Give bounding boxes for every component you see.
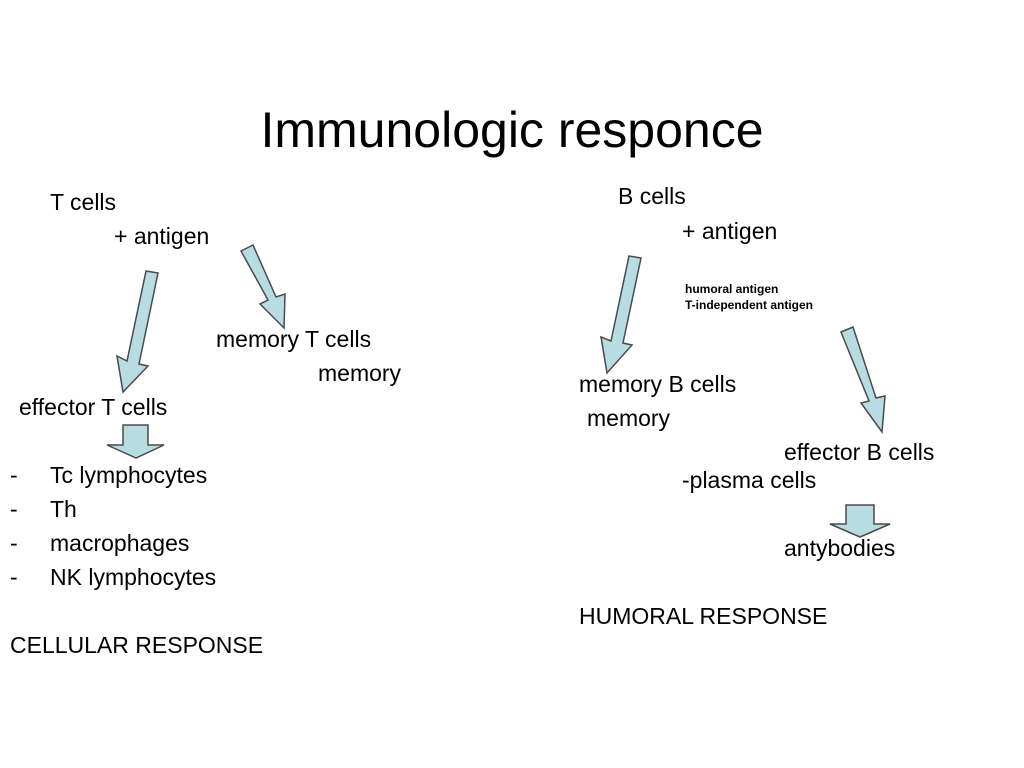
t-cells-label: T cells bbox=[50, 189, 117, 215]
list-item: Tc lymphocytes bbox=[50, 462, 208, 488]
block-arrow-t-icon bbox=[106, 424, 165, 459]
plasma-cells-label: -plasma cells bbox=[682, 467, 817, 493]
humoral-response-label: HUMORAL RESPONSE bbox=[579, 603, 828, 629]
list-item: Th bbox=[50, 496, 77, 522]
arrow-to-effector-b-icon bbox=[840, 325, 886, 435]
arrow-to-effector-t-icon bbox=[116, 270, 159, 394]
b-cells-label: B cells bbox=[618, 183, 686, 209]
cellular-response-label: CELLULAR RESPONSE bbox=[10, 632, 264, 658]
slide-title: Immunologic responce bbox=[260, 102, 764, 158]
humoral-antigen-note: humoral antigen bbox=[685, 282, 779, 296]
list-marker: - bbox=[10, 462, 18, 488]
arrow-to-memory-b-icon bbox=[600, 255, 642, 375]
antibodies-label: antybodies bbox=[784, 535, 896, 561]
list-marker: - bbox=[10, 496, 18, 522]
memory-b-cells-label: memory B cells bbox=[579, 371, 737, 397]
list-marker: - bbox=[10, 530, 18, 556]
t-antigen-label: + antigen bbox=[114, 223, 210, 249]
b-antigen-label: + antigen bbox=[682, 218, 778, 244]
list-item: macrophages bbox=[50, 530, 190, 556]
b-memory-label: memory bbox=[587, 405, 671, 431]
list-marker: - bbox=[10, 564, 18, 590]
memory-t-cells-label: memory T cells bbox=[216, 326, 372, 352]
t-independent-antigen-note: T-independent antigen bbox=[685, 298, 813, 312]
block-arrow-b-icon bbox=[829, 504, 891, 538]
t-memory-label: memory bbox=[318, 360, 402, 386]
effector-b-cells-label: effector B cells bbox=[784, 439, 935, 465]
list-item: NK lymphocytes bbox=[50, 564, 217, 590]
arrow-to-memory-t-icon bbox=[239, 243, 286, 330]
effector-t-cells-label: effector T cells bbox=[19, 394, 168, 420]
